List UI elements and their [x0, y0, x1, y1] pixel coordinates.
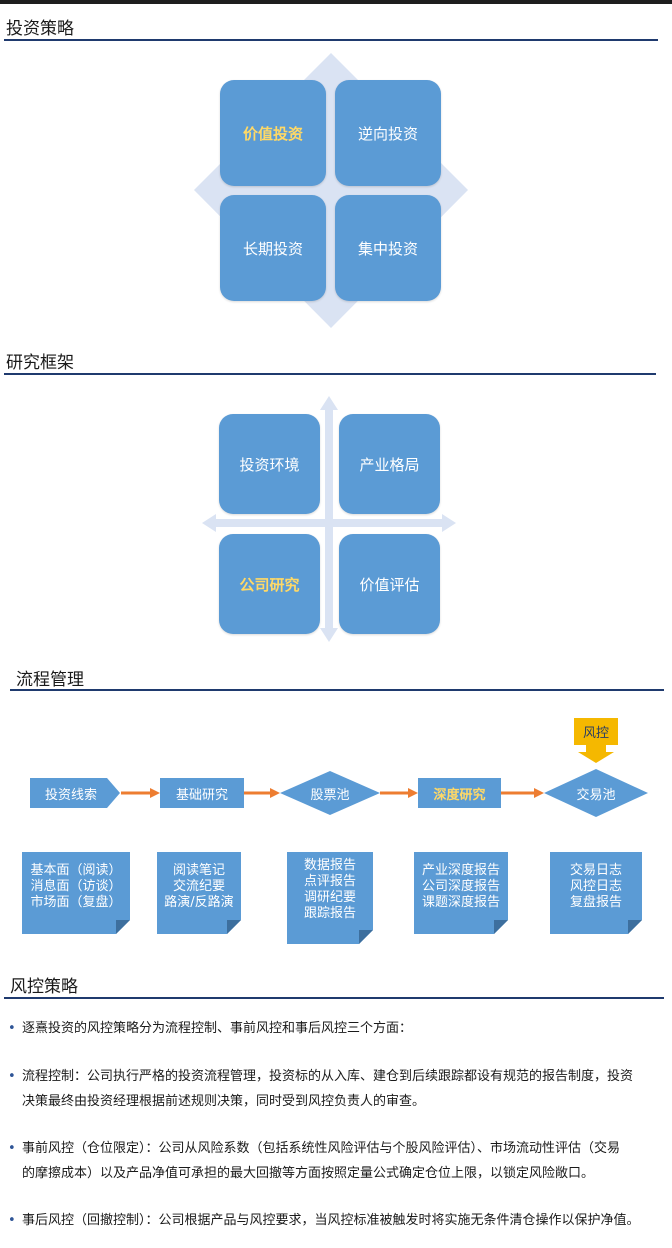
note-fold [359, 930, 373, 944]
tile-label: 产业格局 [359, 455, 420, 474]
flow-note-lead: 基本面（阅读） 消息面（访谈） 市场面（复盘） [22, 852, 130, 934]
bullet-line: 事后风控（回撤控制）：公司根据产品与风控要求，当风控标准被触发时将实施无条件清仓… [22, 1213, 640, 1228]
risk-control-label: 风控 [582, 726, 609, 741]
flow-step-stock-pool-shape [280, 771, 380, 815]
note-line: 市场面（复盘） [30, 895, 122, 910]
note-line: 跟踪报告 [303, 906, 356, 921]
flow-step-label: 股票池 [310, 787, 350, 803]
note-line: 产业深度报告 [421, 863, 500, 878]
bullet-line: 流程控制：公司执行严格的投资流程管理，投资标的从入库、建仓到后续跟踪都设有规范的… [22, 1069, 634, 1084]
tile-contrarian-investing: 逆向投资 [335, 80, 441, 186]
section-rule-risk [4, 997, 664, 999]
note-line: 复盘报告 [569, 895, 622, 910]
tile-investment-environment: 投资环境 [219, 414, 320, 514]
section-rule-research [4, 373, 656, 375]
tile-long-term-investing: 长期投资 [220, 195, 326, 301]
section-rule-process [10, 689, 664, 691]
section-title-strategy: 投资策略 [6, 19, 74, 39]
tile-concentrated-investing: 集中投资 [335, 195, 441, 301]
flow-note-deep-research: 产业深度报告 公司深度报告 课题深度报告 [414, 852, 508, 934]
tile-label: 逆向投资 [357, 124, 418, 143]
section-title-research: 研究框架 [6, 353, 74, 373]
note-line: 交流纪要 [172, 879, 225, 894]
tile-label: 价值投资 [242, 124, 303, 143]
top-edge-bar [0, 0, 672, 4]
tile-label: 公司研究 [239, 575, 300, 594]
bullet-line: 逐熹投资的风控策略分为流程控制、事前风控和事后风控三个方面： [22, 1021, 413, 1036]
bullet-line: 的摩擦成本）以及产品净值可承担的最大回撤等方面按照定量公式确定仓位上限，以锁定风… [22, 1166, 595, 1181]
flow-step-label: 深度研究 [433, 787, 486, 803]
flow-note-trade-pool: 交易日志 风控日志 复盘报告 [550, 852, 642, 934]
note-fold [116, 920, 130, 934]
tile-label: 长期投资 [242, 239, 303, 258]
risk-bullet-overview: • 逐熹投资的风控策略分为流程控制、事前风控和事后风控三个方面： [8, 1016, 658, 1041]
note-line: 点评报告 [303, 874, 356, 889]
flow-step-label: 交易池 [576, 787, 616, 803]
bullet-line: 决策最终由投资经理根据前述规则决策，同时受到风控负责人的审查。 [22, 1094, 426, 1109]
note-line: 调研纪要 [303, 890, 356, 905]
research-axes-arrows [202, 396, 456, 642]
tile-value-assessment: 价值评估 [339, 534, 440, 634]
flow-step-trade-pool: 交易池 [556, 778, 636, 808]
section-title-risk: 风控策略 [10, 977, 78, 997]
tile-label: 集中投资 [357, 239, 418, 258]
flow-step-trade-pool-shape [544, 769, 648, 817]
tile-industry-landscape: 产业格局 [339, 414, 440, 514]
flow-step-stock-pool: 股票池 [290, 778, 370, 808]
note-line: 数据报告 [303, 858, 356, 873]
note-line: 阅读笔记 [172, 863, 225, 878]
bullet-dot: • [8, 1213, 16, 1228]
flow-step-lead-shape [30, 778, 120, 808]
risk-bullet-post-control: • 事后风控（回撤控制）：公司根据产品与风控要求，当风控标准被触发时将实施无条件… [8, 1208, 658, 1233]
note-line: 基本面（阅读） [30, 863, 122, 878]
process-flow-graphics [30, 745, 648, 817]
note-line: 公司深度报告 [421, 879, 500, 894]
note-line: 交易日志 [569, 863, 622, 878]
flow-step-basic-research: 基础研究 [160, 778, 244, 808]
section-rule-strategy [4, 39, 658, 41]
note-line: 路演/反路演 [164, 895, 234, 910]
tile-label: 投资环境 [239, 455, 300, 474]
risk-control-box: 风控 [574, 718, 618, 745]
bullet-dot: • [8, 1021, 16, 1036]
note-fold [628, 920, 642, 934]
flow-note-stock-pool: 数据报告 点评报告 调研纪要 跟踪报告 [287, 852, 373, 944]
flow-step-deep-research: 深度研究 [418, 778, 501, 808]
flow-step-label: 投资线索 [44, 787, 97, 803]
note-fold [227, 920, 241, 934]
note-line: 风控日志 [569, 879, 622, 894]
bullet-dot: • [8, 1069, 16, 1084]
section-title-process: 流程管理 [16, 670, 84, 690]
risk-bullet-pre-control: • 事前风控（仓位限定）：公司从风险系数（包括系统性风险评估与个股风险评估）、市… [8, 1136, 658, 1186]
bullet-dot: • [8, 1141, 16, 1156]
tile-label: 价值评估 [359, 575, 420, 594]
flow-step-lead: 投资线索 [30, 778, 112, 808]
strategy-backdrop-diamond [194, 53, 468, 328]
bullet-line: 事前风控（仓位限定）：公司从风险系数（包括系统性风险评估与个股风险评估）、市场流… [22, 1141, 621, 1156]
note-fold [494, 920, 508, 934]
risk-bullet-process-control: • 流程控制：公司执行严格的投资流程管理，投资标的从入库、建仓到后续跟踪都设有规… [8, 1064, 658, 1114]
flow-step-label: 基础研究 [175, 787, 228, 803]
tile-company-research: 公司研究 [219, 534, 320, 634]
note-line: 课题深度报告 [421, 895, 500, 910]
tile-value-investing: 价值投资 [220, 80, 326, 186]
note-line: 消息面（访谈） [30, 879, 122, 894]
